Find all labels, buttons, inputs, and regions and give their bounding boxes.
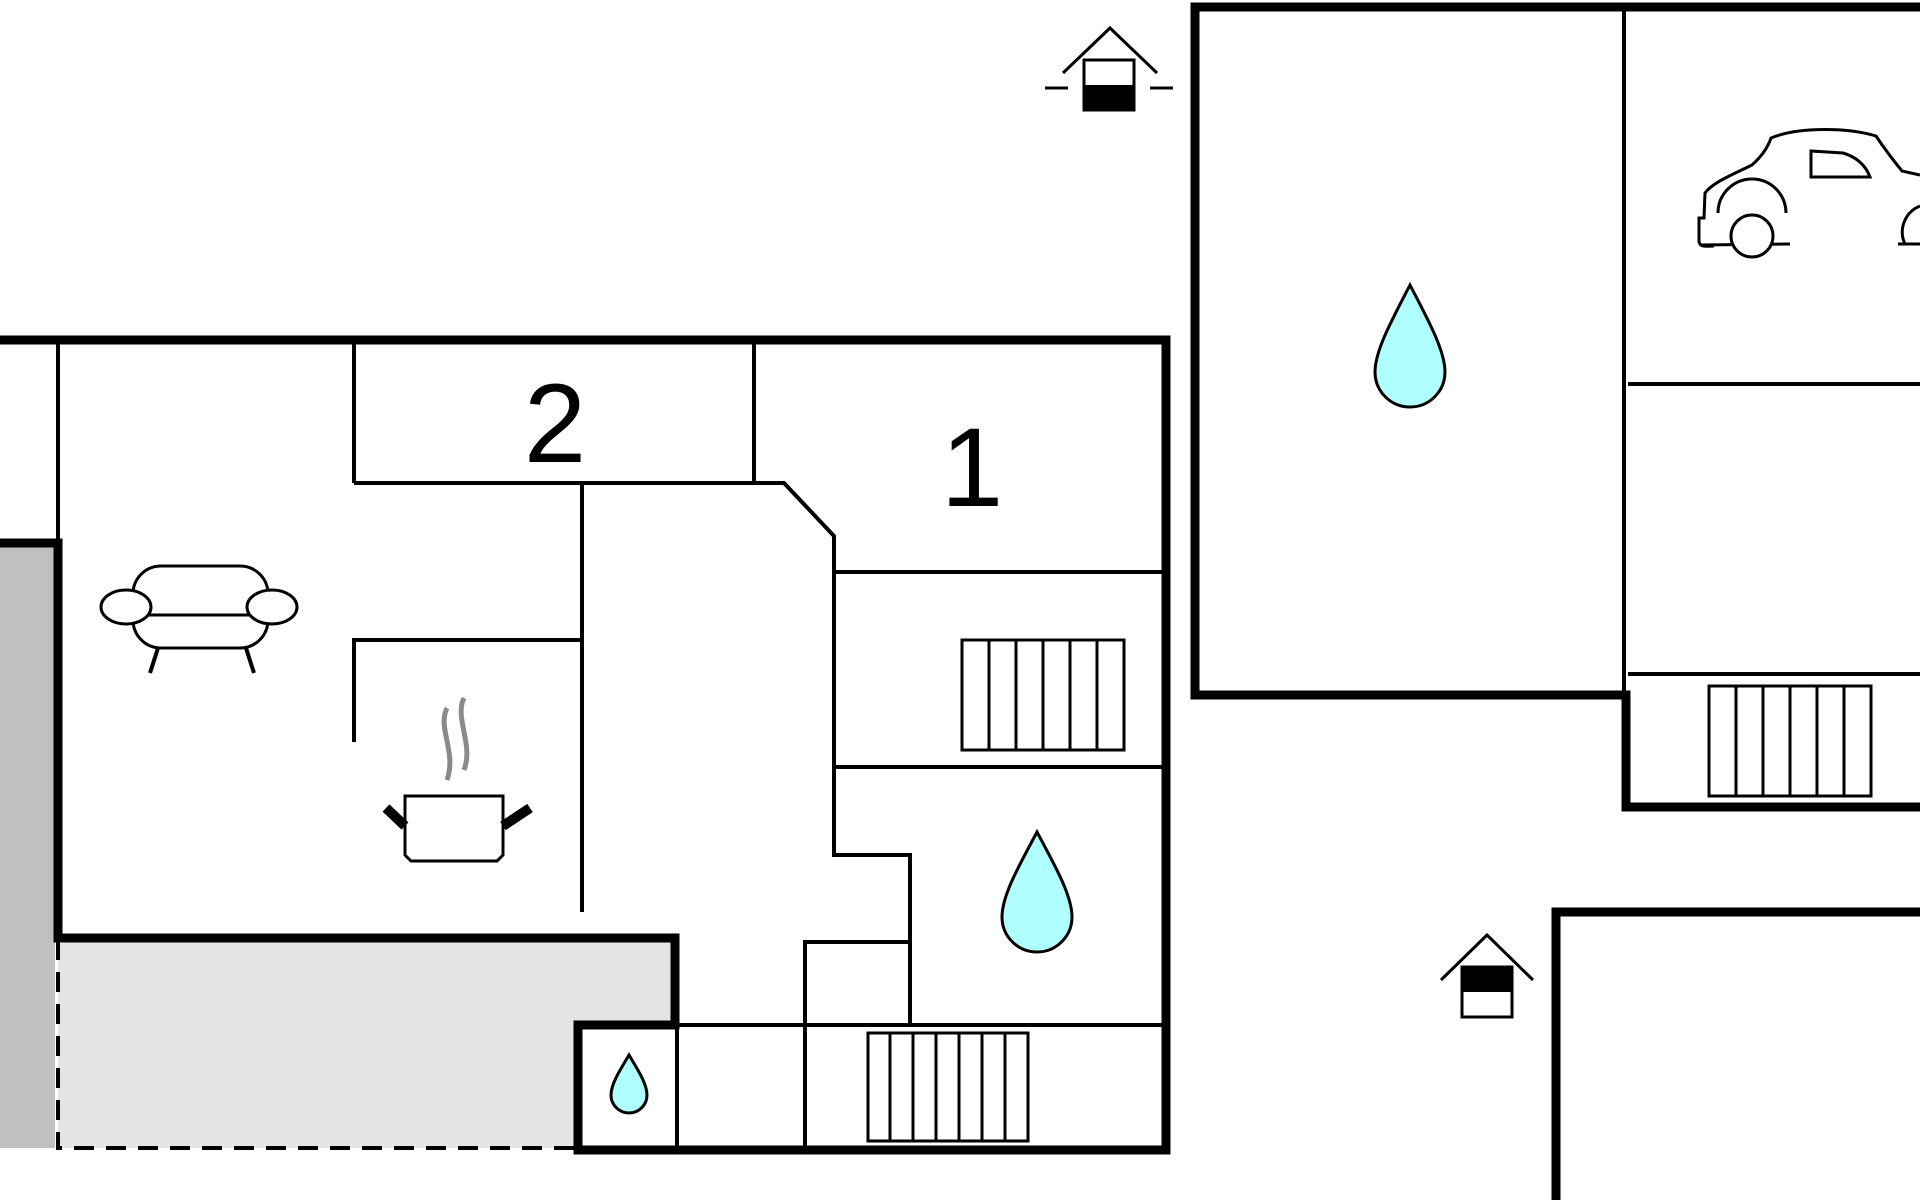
water-drop-icon — [609, 1052, 649, 1115]
cooking-pot-icon — [382, 696, 533, 863]
stairs-icon — [960, 638, 1126, 752]
water-drop-icon — [1000, 828, 1074, 954]
main-house-interior-walls — [56, 343, 1162, 1146]
car-icon — [1697, 128, 1920, 259]
house-entrance-icon — [1439, 932, 1535, 1019]
bottom-right-building-walls — [1551, 907, 1920, 1200]
stairs-icon — [866, 1031, 1030, 1143]
stairs-icon — [1707, 684, 1873, 798]
terrace — [58, 940, 675, 1148]
room-number-1: 1 — [941, 405, 1003, 530]
main-house-walls — [0, 335, 1171, 1155]
outside-strip — [0, 543, 55, 1148]
terrace-boundary — [56, 940, 578, 1150]
sofa-icon — [99, 564, 299, 674]
right-building-walls — [1190, 2, 1920, 812]
house-entrance-icon — [1045, 25, 1173, 112]
room-number-2: 2 — [524, 361, 586, 486]
water-drop-icon — [1373, 281, 1447, 409]
